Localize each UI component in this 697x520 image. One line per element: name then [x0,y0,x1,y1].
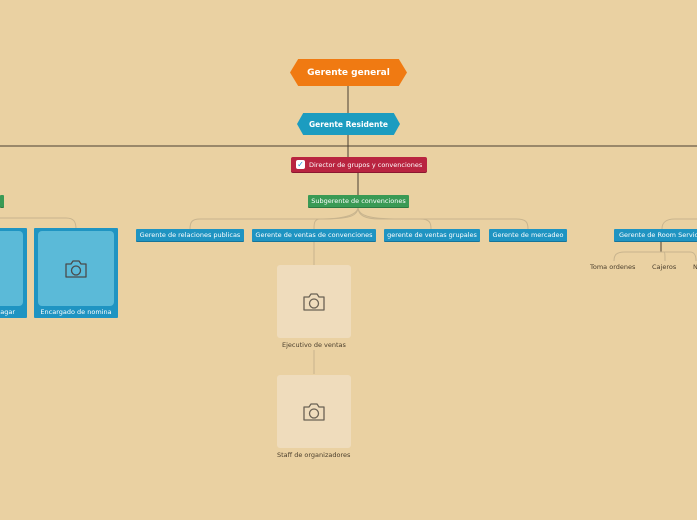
node-relaciones-publicas[interactable]: Gerente de relaciones publicas [136,229,244,241]
image-card-ejecutivo[interactable] [277,265,351,338]
node-pagar-partial: pagar [0,308,27,316]
camera-icon [303,402,325,421]
node-encargado-nomina: Encargado de nomina [34,308,118,316]
node-label: Gerente de ventas de convenciones [255,231,373,239]
node-label: Director de grupos y convenciones [309,160,423,169]
image-card-pagar[interactable]: pagar [0,228,27,318]
node-green-offscreen[interactable] [0,195,4,207]
node-label: Toma ordenes [590,263,636,271]
node-label: Staff de organizadores [277,451,351,459]
node-label: Gerente de relaciones publicas [139,231,241,239]
connector-subgerente-mercadeo [357,206,529,230]
node-gerente-general[interactable]: Gerente general [290,59,407,86]
image-placeholder [38,231,114,306]
check-icon[interactable]: ✓ [296,160,305,169]
connector-subgerente-relaciones [189,206,359,230]
node-label: Gerente general [307,67,390,78]
connector-room-toma [613,251,661,262]
image-card-staff[interactable] [277,375,351,448]
node-mercadeo[interactable]: Gerente de mercadeo [489,229,567,241]
connector-room-n [661,251,697,262]
node-staff-organizadores: Staff de organizadores [277,451,350,459]
node-room-service[interactable]: Gerente de Room Servic [614,229,697,241]
node-label: Ejecutivo de ventas [282,341,346,349]
node-label: Gerente Residente [308,119,388,129]
node-director-grupos[interactable]: ✓ Director de grupos y convenciones [291,157,427,172]
camera-icon [303,292,325,311]
node-label: Subgerente de convenciones [311,197,406,205]
node-label: Gerente de Room Servic [619,231,697,239]
node-n-partial[interactable]: N [693,263,697,271]
connector-subgerente-ventas-conv [313,206,359,230]
connector-room-cajeros [661,251,666,262]
node-label: pagar [0,308,15,316]
node-cajeros[interactable]: Cajeros [652,263,676,271]
connector-left-nomina [0,217,77,230]
connector-subgerente-ventas-grupales [357,206,432,230]
node-label: Gerente de mercadeo [492,231,564,239]
node-toma-ordenes[interactable]: Toma ordenes [590,263,635,271]
node-label: N [693,263,697,271]
node-label: Encargado de nomina [40,308,112,316]
node-label: gerente de ventas grupales [387,231,477,239]
image-card-nomina[interactable]: Encargado de nomina [34,228,118,318]
node-label: Cajeros [652,263,677,271]
camera-icon [65,259,87,278]
node-ventas-grupales[interactable]: gerente de ventas grupales [384,229,480,241]
connector-right-room-service [661,218,697,230]
node-gerente-residente[interactable]: Gerente Residente [297,113,400,135]
node-ejecutivo-ventas: Ejecutivo de ventas [282,341,346,349]
image-placeholder [0,231,23,306]
node-subgerente-convenciones[interactable]: Subgerente de convenciones [308,195,409,207]
node-ventas-convenciones[interactable]: Gerente de ventas de convenciones [252,229,376,241]
